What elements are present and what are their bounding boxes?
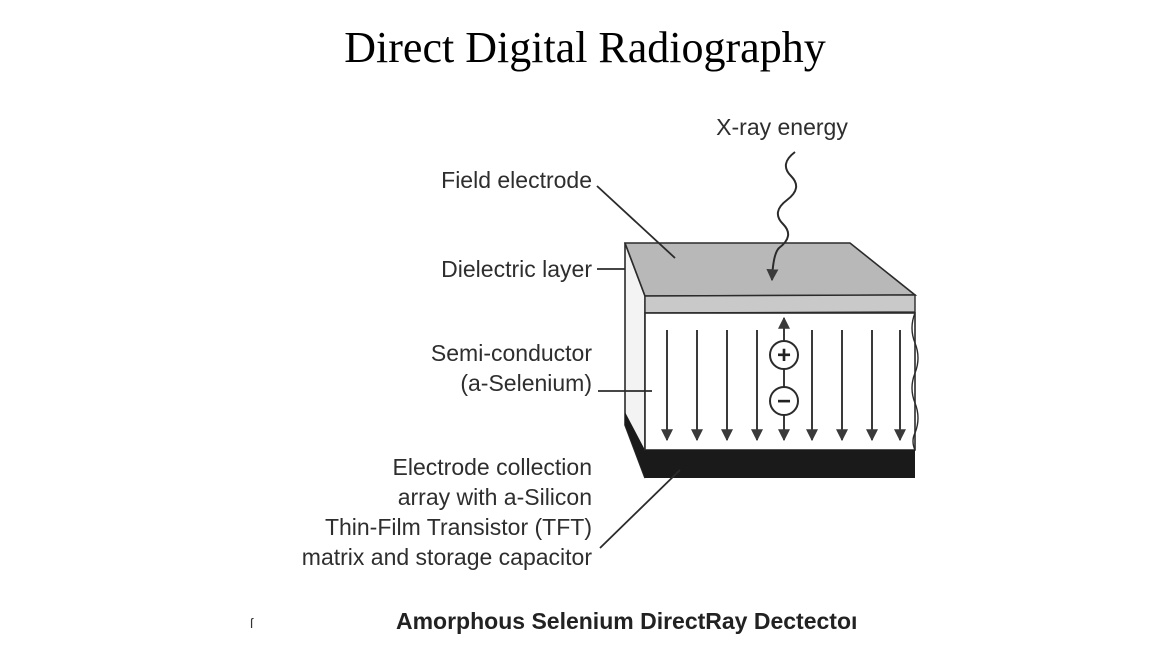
label-electrode-3: Thin-Film Transistor (TFT) <box>325 514 592 540</box>
label-field-electrode: Field electrode <box>441 167 592 193</box>
negative-charge <box>769 386 799 416</box>
label-dielectric-layer: Dielectric layer <box>441 256 592 282</box>
electrode-base <box>645 450 915 478</box>
dielectric-layer-front <box>644 294 916 314</box>
label-electrode-4: matrix and storage capacitor <box>302 544 593 570</box>
positive-charge-sign: + <box>777 342 791 369</box>
label-xray-energy: X-ray energy <box>716 114 848 140</box>
detector-side-base <box>625 412 645 478</box>
stray-mark: ſ <box>250 615 254 631</box>
diagram-caption: Amorphous Selenium DirectRay Dectectoı <box>396 608 857 634</box>
field-arrows <box>661 316 906 442</box>
slide-title: Direct Digital Radiography <box>344 23 826 72</box>
break-edge <box>911 312 919 451</box>
label-semiconductor-1: Semi-conductor <box>431 340 592 366</box>
negative-charge-sign: − <box>777 388 791 415</box>
leader-field-electrode <box>596 185 676 259</box>
positive-charge <box>769 340 799 370</box>
label-electrode-1: Electrode collection <box>393 454 592 480</box>
semiconductor-layer <box>644 312 916 451</box>
xray-wave <box>766 151 798 282</box>
label-electrode-2: array with a-Silicon <box>398 484 592 510</box>
leader-electrode <box>599 469 681 549</box>
label-semiconductor-2: (a-Selenium) <box>460 370 592 396</box>
